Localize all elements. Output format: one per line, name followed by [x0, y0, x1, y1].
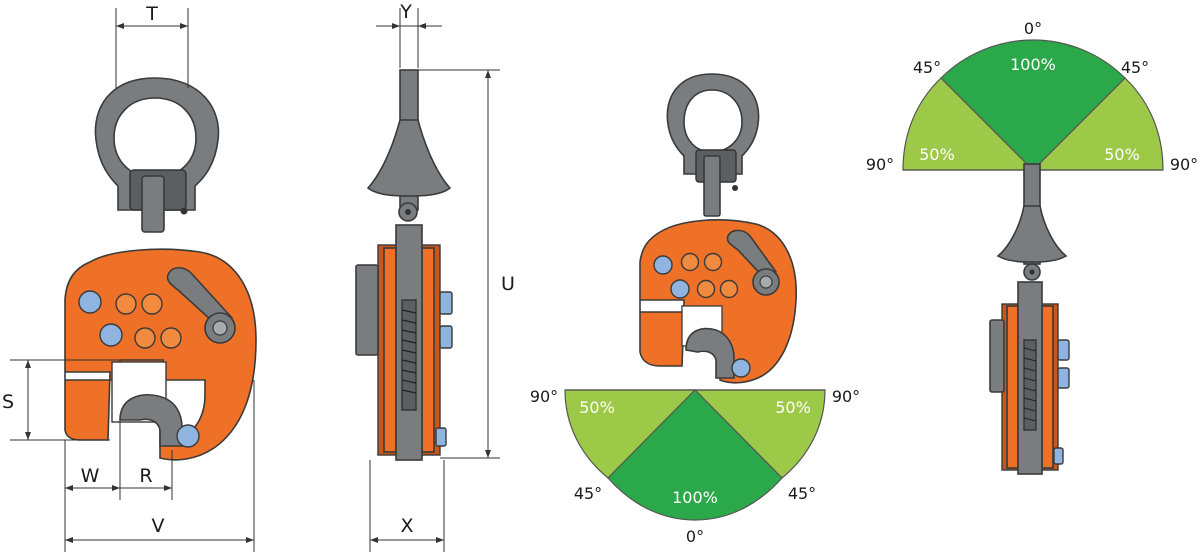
center-cam: [685, 327, 735, 379]
side-plate-right: [421, 247, 435, 453]
right-pin-2: [1057, 367, 1070, 389]
right-pin-3: [1053, 447, 1064, 465]
side-pin-2: [439, 325, 453, 349]
right-plate-left: [1006, 305, 1019, 469]
upper-angle-right: 90°: [1170, 155, 1198, 174]
front-pin-blue-3: [176, 424, 200, 448]
load-diagram-lower: 50% 50% 100% 90° 90° 45° 45° 0°: [530, 387, 860, 546]
lower-angle-mid-right: 45°: [788, 484, 816, 503]
side-view-clamp: [355, 69, 453, 461]
front-pin-blue-2: [99, 323, 123, 347]
dim-label-Y: Y: [399, 1, 412, 23]
dim-label-R: R: [139, 465, 152, 487]
front-hole-1: [115, 293, 137, 315]
front-shackle-link: [141, 175, 165, 233]
center-pivot-center: [759, 275, 773, 289]
side-pin-3: [435, 427, 447, 447]
upper-sector-center-100: [940, 39, 1126, 171]
center-pin-blue-1: [653, 255, 673, 275]
right-pin-1: [1057, 339, 1070, 361]
center-hole-1: [680, 252, 700, 272]
center-rivet: [732, 185, 738, 191]
side-lever: [355, 264, 379, 356]
front-cam: [119, 394, 183, 447]
dim-label-U: U: [501, 273, 515, 295]
dim-label-V: V: [152, 515, 165, 537]
right-plate-right: [1041, 305, 1054, 469]
front-hole-4: [160, 327, 182, 349]
side-dimensions: Y U X: [369, 1, 515, 552]
lower-angle-mid-left: 45°: [574, 484, 602, 503]
lower-angle-top-left: 90°: [530, 387, 558, 406]
front-pin-blue-1: [78, 290, 102, 314]
upper-center-percent: 100%: [1010, 55, 1056, 74]
front-pivot-center: [212, 320, 228, 336]
front-hole-3: [134, 327, 156, 349]
upper-angle-mid-left: 45°: [913, 58, 941, 77]
center-shackle-link: [703, 155, 721, 217]
lower-left-percent: 50%: [579, 398, 615, 417]
center-view-clamp: [639, 73, 797, 384]
load-diagram-upper: 100% 50% 50% 0° 45° 45° 90° 90°: [866, 19, 1198, 174]
upper-angle-mid-right: 45°: [1121, 58, 1149, 77]
right-pivot-dot: [1029, 269, 1035, 275]
dim-label-T: T: [145, 3, 158, 25]
dim-label-X: X: [400, 515, 413, 537]
upper-right-percent: 50%: [1104, 145, 1140, 164]
side-pin-1: [439, 291, 453, 315]
right-shackle-wings: [996, 205, 1068, 263]
right-spring: [1023, 347, 1037, 422]
right-spring-housing: [1023, 339, 1037, 431]
side-plate-left: [383, 247, 397, 453]
upper-angle-left: 90°: [866, 155, 894, 174]
lower-center-percent: 100%: [672, 488, 718, 507]
center-pin-blue-3: [731, 358, 751, 378]
dim-label-S: S: [2, 391, 14, 413]
lower-sector-center-100: [607, 389, 783, 521]
center-hole-3: [696, 279, 716, 299]
center-hole-2: [703, 252, 723, 272]
front-dimensions: T S W R V: [2, 3, 255, 552]
lower-right-percent: 50%: [775, 398, 811, 417]
upper-left-percent: 50%: [919, 145, 955, 164]
lower-angle-bottom: 0°: [686, 527, 704, 546]
center-hole-4: [719, 279, 739, 299]
side-spring: [401, 309, 417, 394]
front-hole-2: [141, 293, 163, 315]
lower-angle-top-right: 90°: [832, 387, 860, 406]
center-pin-blue-2: [670, 279, 690, 299]
side-spring-housing: [401, 299, 417, 411]
right-lever: [989, 319, 1005, 393]
upper-angle-top: 0°: [1024, 19, 1042, 38]
front-view-clamp: [64, 77, 257, 461]
dim-label-W: W: [81, 465, 100, 487]
right-side-view-clamp: [989, 163, 1070, 475]
front-rivet: [180, 207, 188, 215]
side-pivot-dot: [405, 209, 411, 215]
side-shackle-wings: [366, 119, 452, 197]
